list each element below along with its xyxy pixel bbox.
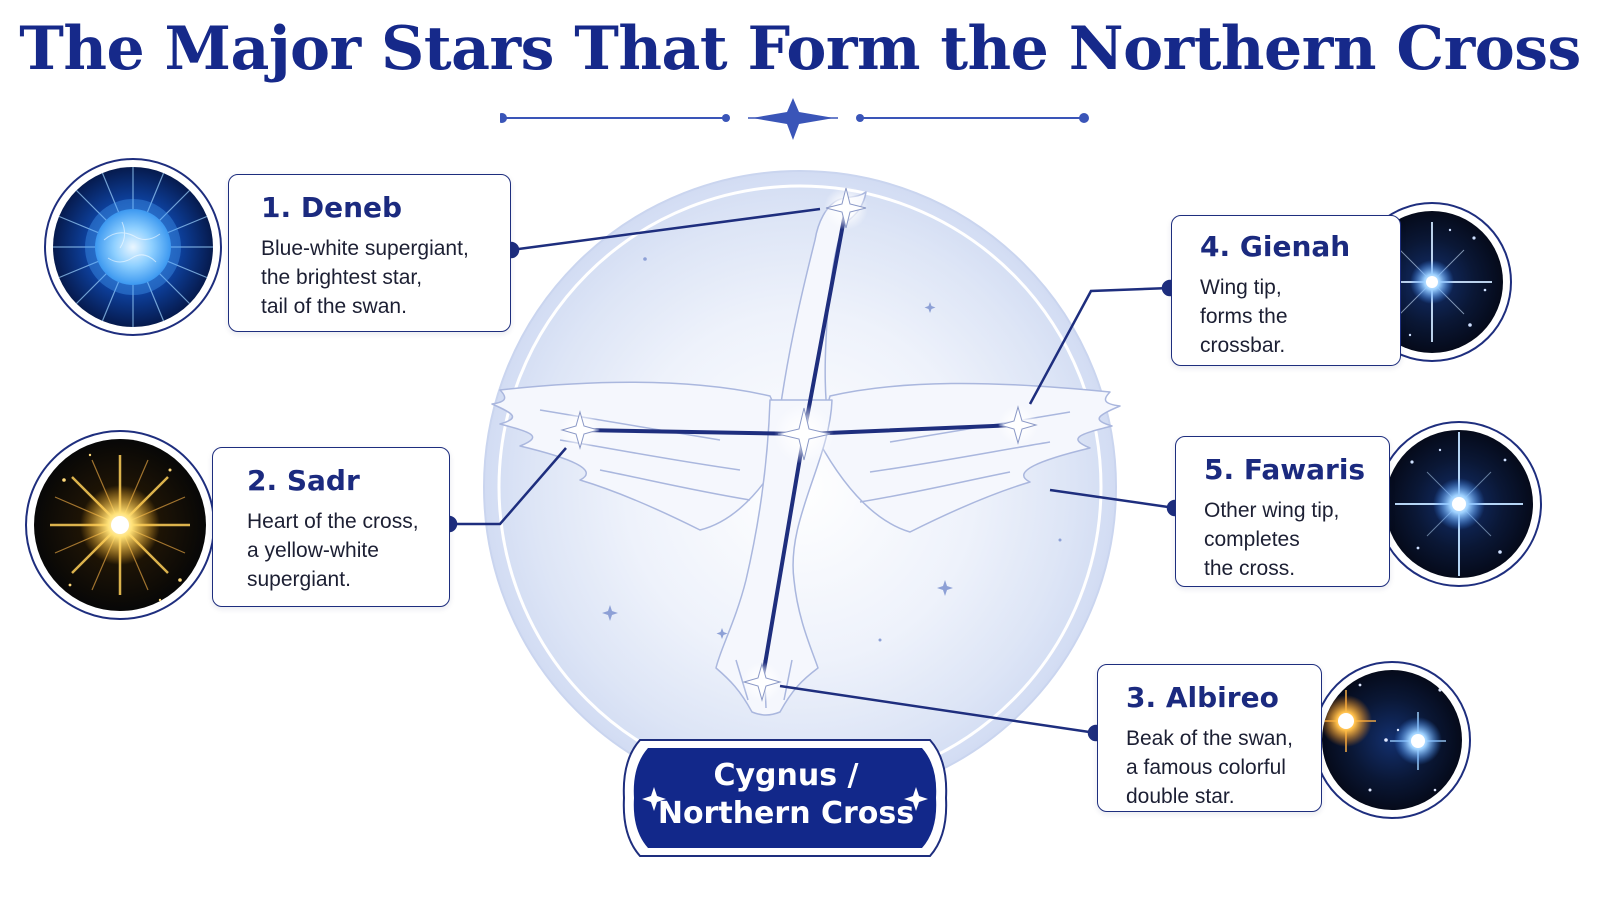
star-card-deneb: 1. Deneb Blue-white supergiant, the brig… [228,174,511,332]
star-card-sadr: 2. Sadr Heart of the cross, a yellow-whi… [212,447,450,607]
star-card-fawaris: 5. Fawaris Other wing tip, completes the… [1175,436,1390,587]
constellation-lines [578,206,1020,684]
star-card-heading: 2. Sadr [247,464,360,497]
star-card-description: Heart of the cross, a yellow-white super… [247,510,419,591]
double-star-icon [1313,661,1471,819]
star-card-heading: 4. Gienah [1200,230,1351,263]
swan-illustration [491,191,1121,716]
yellow-supergiant-icon [25,430,215,620]
star-card-heading: 1. Deneb [261,191,403,224]
star-sadr-marker [774,404,834,464]
star-gienah-marker [998,405,1038,445]
star-card-description: Wing tip, forms the crossbar. [1200,276,1288,357]
constellation-label: Cygnus / Northern Cross [608,746,964,850]
sparkle-divider-icon [500,98,1089,140]
star-card-gienah: 4. Gienah Wing tip, forms the crossbar. [1171,215,1401,366]
star-fawaris-marker [560,410,600,450]
star-albireo-marker [742,662,782,702]
constellation-stars [560,186,1038,702]
background-sparkles [602,257,1062,642]
blue-supergiant-icon [44,158,222,336]
page-title: The Major Stars That Form the Northern C… [19,14,1581,84]
blue-star-icon [1376,421,1542,587]
star-card-albireo: 3. Albireo Beak of the swan, a famous co… [1097,664,1322,812]
star-card-description: Beak of the swan, a famous colorful doub… [1126,727,1293,808]
star-card-description: Blue-white supergiant, the brightest sta… [261,237,469,318]
star-card-description: Other wing tip, completes the cross. [1204,499,1340,580]
star-card-heading: 3. Albireo [1126,681,1279,714]
constellation-label-line2: Northern Cross [657,796,915,831]
constellation-label-line1: Cygnus / [713,758,859,793]
star-deneb-marker [824,186,868,230]
star-card-heading: 5. Fawaris [1204,453,1366,486]
constellation-label-plaque [622,739,948,857]
